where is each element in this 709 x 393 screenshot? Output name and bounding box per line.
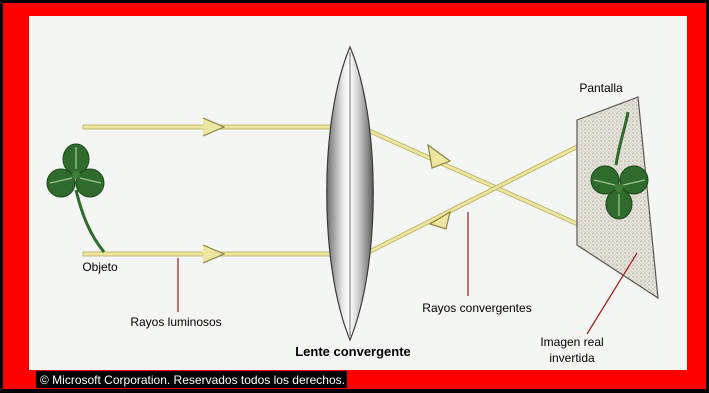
object-label: Objeto [82, 260, 118, 274]
lens-label: Lente convergente [295, 344, 411, 359]
copyright-text: © Microsoft Corporation. Reservados todo… [40, 373, 345, 387]
image-label-line1: Imagen real [540, 335, 603, 349]
screen-label: Pantalla [579, 81, 623, 95]
light-rays-label: Rayos luminosos [130, 315, 221, 329]
image-label-line2: invertida [549, 351, 595, 365]
converging-rays-label: Rayos convergentes [422, 301, 531, 315]
